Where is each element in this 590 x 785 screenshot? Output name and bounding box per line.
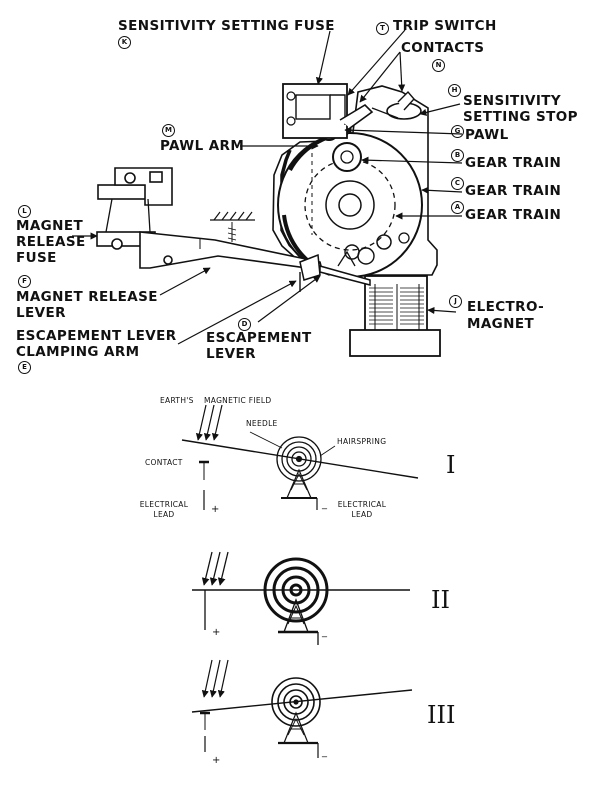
badge-m: M bbox=[162, 124, 175, 137]
leader-arrows bbox=[72, 29, 463, 345]
label-setting-stop-line2: SETTING STOP bbox=[463, 109, 578, 125]
label-fuse: FUSE bbox=[16, 250, 57, 266]
label-hairspring: HAIRSPRING bbox=[337, 437, 387, 446]
magnet-release-assembly bbox=[96, 167, 324, 271]
label-electrical-lead-right-2: LEAD bbox=[351, 510, 373, 519]
label-pawl: PAWL bbox=[465, 127, 509, 143]
label-minus-1: _ bbox=[322, 499, 328, 510]
badge-k: K bbox=[118, 36, 131, 49]
diagram-three bbox=[191, 659, 413, 758]
label-escapement: ESCAPEMENT bbox=[206, 330, 312, 346]
label-contacts: CONTACTS bbox=[401, 40, 485, 56]
badge-f: F bbox=[18, 275, 31, 288]
label-electrical-lead-right-1: ELECTRICAL bbox=[337, 500, 387, 509]
label-contact: CONTACT bbox=[145, 458, 183, 467]
badge-j: J bbox=[449, 295, 462, 308]
diagram-one bbox=[181, 404, 419, 510]
badge-g: G bbox=[451, 125, 464, 138]
label-electrical-lead-left-1: ELECTRICAL bbox=[139, 500, 189, 509]
label-lever-d: LEVER bbox=[206, 346, 256, 362]
badge-b: B bbox=[451, 149, 464, 162]
label-clamping-arm: CLAMPING ARM bbox=[16, 344, 140, 360]
badge-h: H bbox=[448, 84, 461, 97]
label-plus-2: + bbox=[212, 627, 221, 638]
escapement-lever bbox=[299, 250, 371, 292]
label-gear-train-a: GEAR TRAIN bbox=[465, 207, 562, 223]
mechanism-body bbox=[272, 83, 441, 357]
label-roman-i: I bbox=[446, 451, 456, 479]
label-plus-1: + bbox=[211, 504, 220, 515]
badge-n: N bbox=[432, 59, 445, 72]
label-magnet-release: MAGNET RELEASE bbox=[16, 289, 158, 305]
badge-a: A bbox=[451, 201, 464, 214]
label-magnet: MAGNET bbox=[16, 218, 84, 234]
electromagnet-coil-hatch bbox=[369, 287, 424, 325]
label-release: RELEASE bbox=[16, 234, 86, 250]
label-minus-2: _ bbox=[322, 627, 328, 638]
label-sensitivity-setting-fuse: SENSITIVITY SETTING FUSE bbox=[118, 18, 335, 34]
label-minus-3: _ bbox=[322, 747, 328, 758]
diagram-two bbox=[192, 551, 410, 645]
ground-hatch bbox=[210, 211, 255, 242]
badge-t: T bbox=[376, 22, 389, 35]
label-electrical-lead-left-2: LEAD bbox=[153, 510, 175, 519]
label-gear-train-b: GEAR TRAIN bbox=[465, 155, 562, 171]
label-roman-iii: III bbox=[427, 701, 456, 729]
label-pawl-arm: PAWL ARM bbox=[160, 138, 245, 154]
label-escapement-lever-e: ESCAPEMENT LEVER bbox=[16, 328, 177, 344]
label-sensitivity-line1: SENSITIVITY bbox=[463, 93, 562, 109]
label-roman-ii: II bbox=[431, 586, 450, 614]
label-earths: EARTH'S bbox=[160, 396, 194, 405]
label-magnetic-field: MAGNETIC FIELD bbox=[204, 396, 272, 405]
badge-c: C bbox=[451, 177, 464, 190]
label-trip-switch: TRIP SWITCH bbox=[393, 18, 497, 34]
badge-l: L bbox=[18, 205, 31, 218]
label-plus-3: + bbox=[212, 755, 221, 766]
label-needle: NEEDLE bbox=[246, 419, 278, 428]
label-gear-train-c: GEAR TRAIN bbox=[465, 183, 562, 199]
badge-d: D bbox=[238, 318, 251, 331]
label-magnet-j: MAGNET bbox=[467, 316, 535, 332]
label-electro: ELECTRO- bbox=[467, 299, 545, 315]
label-lever-f: LEVER bbox=[16, 305, 66, 321]
badge-e: E bbox=[18, 361, 31, 374]
